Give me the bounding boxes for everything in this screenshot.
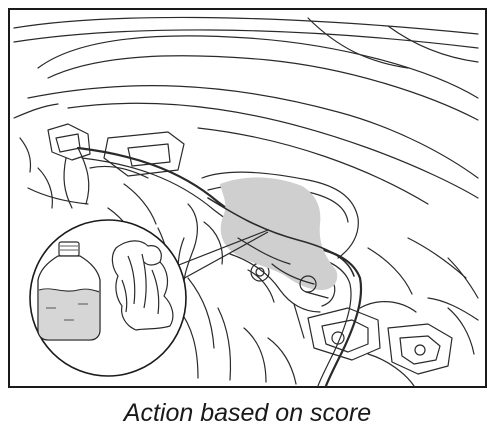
callout-inset <box>29 219 187 377</box>
engine-bay-illustration <box>8 8 487 388</box>
cleaning-bottle-icon <box>37 241 101 341</box>
lower-engine-detail <box>217 237 479 387</box>
hood-outline <box>13 16 479 205</box>
latch-bracket <box>19 123 185 209</box>
wiping-cloth-icon <box>111 240 174 331</box>
figure-caption: Action based on score <box>123 399 372 427</box>
callout-pointer <box>165 229 269 287</box>
